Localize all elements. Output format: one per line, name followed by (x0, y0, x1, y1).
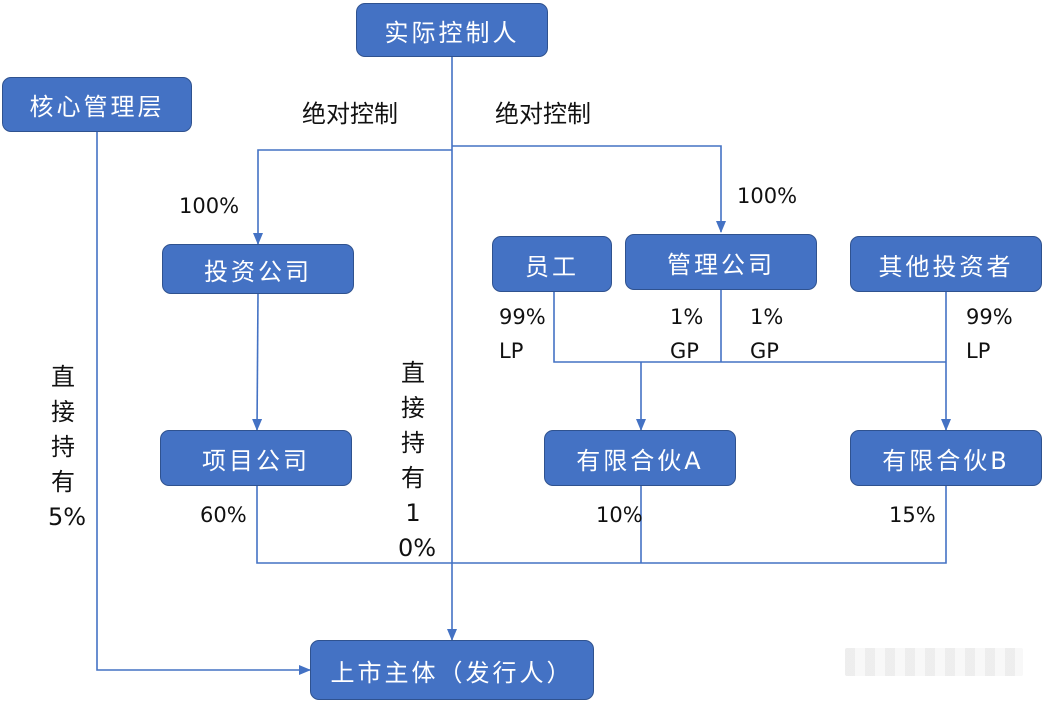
label-invest-co-100: 100% (179, 194, 240, 218)
line-bottom-collector (256, 486, 947, 564)
label-mgmt-co-100: 100% (737, 184, 798, 208)
line-staff-to-hub (553, 292, 946, 363)
line-core-to-issuer (96, 132, 311, 675)
label-project-co-60: 60% (200, 503, 247, 527)
label-mgmt-gp-b: 1% GP (750, 305, 784, 363)
label-lp-b-15: 15% (889, 503, 936, 527)
node-management-company[interactable]: 管理公司 (625, 234, 817, 290)
label-lp-a-10: 10% (596, 503, 643, 527)
label-mgmt-gp-a: 1% GP (670, 305, 704, 363)
node-limited-partnership-a[interactable]: 有限合伙A (544, 430, 736, 486)
label-absolute-control-right: 绝对控制 (495, 100, 591, 128)
node-limited-partnership-b[interactable]: 有限合伙B (850, 430, 1042, 486)
node-investment-company[interactable]: 投资公司 (162, 244, 354, 294)
line-control-to-invest-co (253, 149, 452, 245)
node-staff[interactable]: 员工 (492, 236, 612, 292)
label-staff-99-lp: 99% LP (499, 305, 546, 363)
line-control-to-mgmt-co (452, 145, 726, 233)
node-core-management[interactable]: 核心管理层 (2, 77, 192, 132)
node-project-company[interactable]: 项目公司 (160, 430, 352, 486)
node-other-investors[interactable]: 其他投资者 (850, 236, 1042, 292)
node-actual-controller[interactable]: 实际控制人 (356, 3, 548, 57)
line-invest-co-to-project-co (252, 293, 263, 431)
label-other-99-lp: 99% LP (966, 305, 1013, 363)
node-issuer[interactable]: 上市主体（发行人） (310, 640, 594, 700)
label-absolute-control-left: 绝对控制 (302, 100, 398, 128)
label-direct-hold-core: 直接持有5% (48, 363, 87, 531)
watermark (845, 648, 1023, 676)
label-direct-hold-controller: 直接持有10% (398, 359, 437, 562)
